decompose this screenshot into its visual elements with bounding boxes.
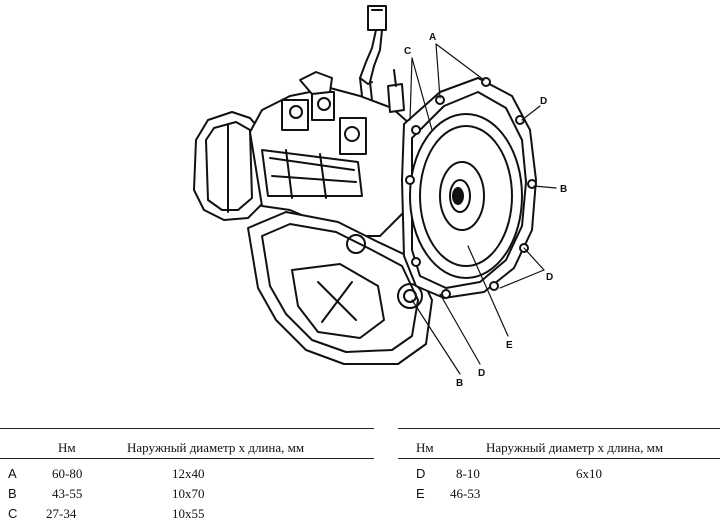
row-torque: 43-55 [52,486,83,501]
row-size: 12x40 [172,466,205,481]
row-torque: 46-53 [450,486,481,501]
header-torque: Нм [416,440,434,455]
callout-b-right: B [560,184,567,195]
table-rule [0,458,374,459]
row-key: E [416,486,425,501]
row-size: 6x10 [576,466,602,481]
table-rule [0,428,374,429]
flange-bolts [405,77,537,299]
header-size: Наружный диаметр х длина, мм [127,440,305,455]
callout-d-right: D [546,272,553,283]
header-size: Наружный диаметр х длина, мм [486,440,664,455]
transmission-case [249,69,413,237]
header-torque: Нм [58,440,76,455]
row-key: B [8,486,17,501]
transmission-diagram: A C D B D E D B [193,5,567,389]
row-size: 10x70 [172,486,205,501]
leader-lines [409,43,557,375]
row-size: 10x55 [172,506,205,521]
row-torque: 60-80 [52,466,83,481]
row-key: C [8,506,18,521]
row-torque: 8-10 [456,466,480,481]
row-key: D [416,466,426,481]
callout-e: E [506,340,513,351]
callout-b-bottom: B [456,378,463,389]
oil-pan [247,211,433,365]
callout-d-bottom: D [478,368,485,379]
row-torque: 27-34 [46,506,77,521]
callout-c: C [404,46,411,57]
row-key: A [8,466,17,481]
callout-d-top: D [540,96,547,107]
table-rule [398,458,720,459]
callout-a: A [429,32,436,43]
wiring-harness [359,5,387,101]
table-rule [398,428,720,429]
torque-converter [409,113,523,279]
